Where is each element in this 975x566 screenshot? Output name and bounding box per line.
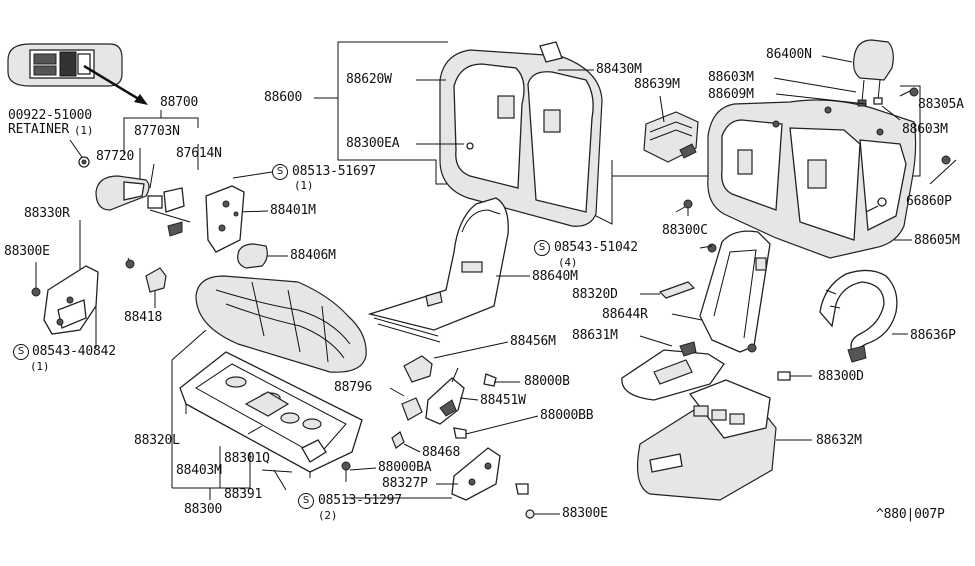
console-box bbox=[637, 379, 812, 501]
label-87614N: 87614N bbox=[176, 146, 222, 161]
label-88391: 88391 bbox=[224, 487, 263, 502]
label-88000BA: 88000BA bbox=[378, 460, 432, 475]
label-88456M: 88456M bbox=[510, 334, 556, 349]
label-retainer: RETAINER bbox=[8, 122, 70, 137]
clip bbox=[145, 267, 167, 293]
seatback-rear bbox=[439, 41, 603, 227]
label-88406M: 88406M bbox=[290, 248, 336, 263]
label-88300C: 88300C bbox=[662, 223, 708, 238]
label-88403M: 88403M bbox=[176, 463, 222, 478]
seatback-leaders bbox=[416, 55, 957, 241]
label-88644R: 88644R bbox=[602, 307, 648, 322]
label-88609M: 88609M bbox=[708, 87, 754, 102]
label-88620W: 88620W bbox=[346, 72, 392, 87]
seatback-fasteners bbox=[683, 87, 951, 253]
label-88300: 88300 bbox=[184, 502, 223, 517]
seatback-frame-right bbox=[671, 230, 771, 353]
label-88000B: 88000B bbox=[524, 374, 570, 389]
label-88000BB: 88000BB bbox=[540, 408, 594, 423]
label-87720: 87720 bbox=[96, 149, 135, 164]
label-66860P: 66860P bbox=[906, 194, 952, 209]
label-88640M: 88640M bbox=[532, 269, 578, 284]
label-88639M: 88639M bbox=[634, 77, 680, 92]
seat-belt bbox=[819, 269, 908, 363]
vehicle-locator-icon bbox=[7, 43, 148, 105]
screw-symbol-40842: S bbox=[13, 344, 29, 360]
label-88796: 88796 bbox=[334, 380, 373, 395]
label-88600: 88600 bbox=[264, 90, 303, 105]
label-88418: 88418 bbox=[124, 310, 163, 325]
seat-cushion bbox=[195, 275, 367, 373]
screw-symbol-51297: S bbox=[298, 493, 314, 509]
label-88327P: 88327P bbox=[382, 476, 428, 491]
label-88631M: 88631M bbox=[572, 328, 618, 343]
label-88301Q: 88301Q bbox=[224, 451, 270, 466]
trim-cover bbox=[643, 111, 699, 163]
strap bbox=[658, 281, 696, 299]
label-88451W: 88451W bbox=[480, 393, 526, 408]
armrest bbox=[95, 175, 191, 237]
label-88603M-b: 88603M bbox=[902, 122, 948, 137]
label-qty-51697: (1) bbox=[294, 179, 314, 192]
label-88401M: 88401M bbox=[270, 203, 316, 218]
label-88632M: 88632M bbox=[816, 433, 862, 448]
seat-frame-leaders bbox=[171, 329, 293, 500]
cushion-pan bbox=[367, 197, 530, 343]
label-88700: 88700 bbox=[160, 95, 199, 110]
label-88300E-b: 88300E bbox=[562, 506, 608, 521]
label-88300D: 88300D bbox=[818, 369, 864, 384]
label-88636P: 88636P bbox=[910, 328, 956, 343]
label-88305A: 88305A bbox=[918, 97, 964, 112]
label-00922-51000: 00922-51000 bbox=[8, 108, 92, 123]
label-88320D: 88320D bbox=[572, 287, 618, 302]
label-87703N: 87703N bbox=[134, 124, 180, 139]
label-88605M: 88605M bbox=[914, 233, 960, 248]
hinge-leaders bbox=[346, 341, 560, 515]
seat-hinge-assembly bbox=[341, 355, 535, 519]
label-qty-40842: (1) bbox=[30, 360, 50, 373]
label-88430M: 88430M bbox=[596, 62, 642, 77]
seat-frame bbox=[179, 351, 363, 478]
label-88320L: 88320L bbox=[134, 433, 180, 448]
label-88330R: 88330R bbox=[24, 206, 70, 221]
diagram-code: ^880|007P bbox=[876, 507, 945, 522]
seatback-frame bbox=[707, 99, 917, 259]
label-88300E: 88300E bbox=[4, 244, 50, 259]
label-08513-51297: 08513-51297 bbox=[318, 493, 402, 508]
headrest bbox=[853, 39, 894, 107]
label-qty-51297: (2) bbox=[318, 509, 338, 522]
cover-pad bbox=[237, 243, 268, 269]
screw-symbol-51042: S bbox=[534, 240, 550, 256]
side-bracket bbox=[31, 265, 99, 335]
label-retainer-qty: (1) bbox=[74, 124, 94, 137]
label-qty-51042: (4) bbox=[558, 256, 578, 269]
label-08543-40842: 08543-40842 bbox=[32, 344, 116, 359]
label-88468: 88468 bbox=[422, 445, 461, 460]
armrest-bracket-lines bbox=[35, 110, 288, 348]
label-86400N: 86400N bbox=[766, 47, 812, 62]
label-88300EA: 88300EA bbox=[346, 136, 400, 151]
armrest-hinge-bracket bbox=[205, 185, 245, 253]
screw-symbol-51697: S bbox=[272, 164, 288, 180]
recliner-hinge bbox=[621, 335, 812, 401]
label-88603M-a: 88603M bbox=[708, 70, 754, 85]
label-08543-51042: 08543-51042 bbox=[554, 240, 638, 255]
label-08513-51697: 08513-51697 bbox=[292, 164, 376, 179]
